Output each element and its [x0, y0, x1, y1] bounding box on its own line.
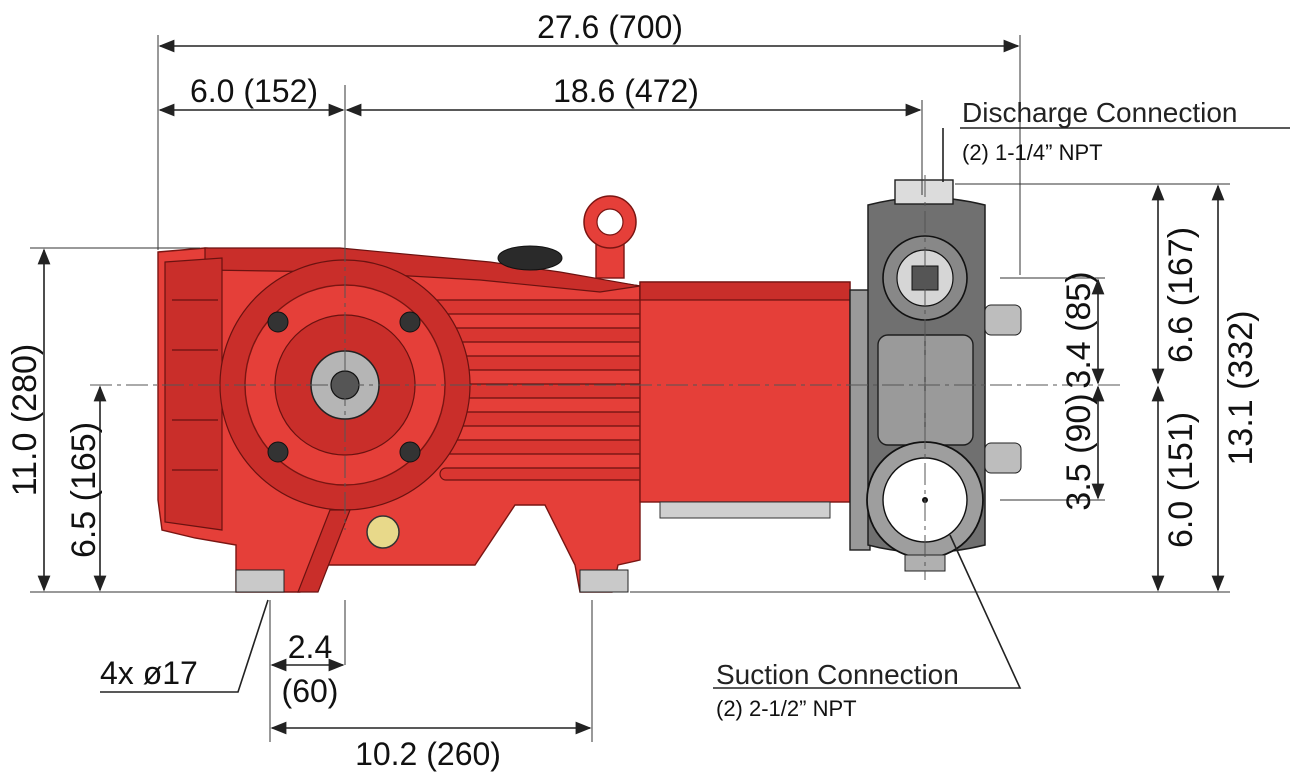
- plunger-housing: [639, 281, 851, 503]
- mount-holes-label: 4x ø17: [100, 655, 198, 691]
- dim-suction-below-center: 3.5 (90): [1060, 393, 1098, 510]
- extension-lines: [30, 35, 1230, 742]
- underside-cover: [659, 501, 831, 519]
- suction-connection-title: Suction Connection: [716, 659, 959, 690]
- foot-pad-left: [235, 569, 285, 593]
- pump-body: [157, 195, 851, 593]
- dim-manifold-upper: 6.6 (167): [1162, 227, 1200, 363]
- discharge-connection-title: Discharge Connection: [962, 97, 1238, 128]
- dim-foot-hole-offset: 2.4: [288, 629, 332, 665]
- suction-connection-spec: (2) 2-1/2” NPT: [716, 696, 857, 721]
- cover-bolts: [267, 311, 421, 463]
- dim-foot-spacing: 10.2 (260): [355, 736, 501, 772]
- lifting-eye: [583, 195, 637, 279]
- dim-discharge-above-center: 3.4 (85): [1060, 271, 1098, 388]
- dimension-lines: [37, 39, 1225, 735]
- cooling-ribs: [429, 299, 646, 481]
- discharge-connection-spec: (2) 1-1/4” NPT: [962, 140, 1103, 165]
- sight-glass: [366, 515, 400, 549]
- foot-pad-right: [579, 569, 629, 593]
- leader-lines: [100, 127, 1290, 693]
- manifold-bolts: [984, 304, 1022, 474]
- manifold: [849, 179, 1022, 572]
- dim-overall-height-pump: 11.0 (280): [6, 344, 44, 496]
- dim-manifold-lower: 6.0 (151): [1162, 412, 1200, 548]
- dim-shaft-height: 6.5 (165): [65, 422, 103, 558]
- dim-body-length: 18.6 (472): [553, 73, 699, 109]
- dim-overall-length: 27.6 (700): [537, 9, 683, 45]
- center-lines: [90, 175, 1125, 580]
- dim-overall-height-manifold: 13.1 (332): [1222, 311, 1260, 466]
- dim-foot-hole-offset-mm: (60): [282, 673, 339, 709]
- discharge-cap: [894, 179, 954, 205]
- dim-front-offset: 6.0 (152): [190, 73, 318, 109]
- oil-cap: [497, 245, 563, 271]
